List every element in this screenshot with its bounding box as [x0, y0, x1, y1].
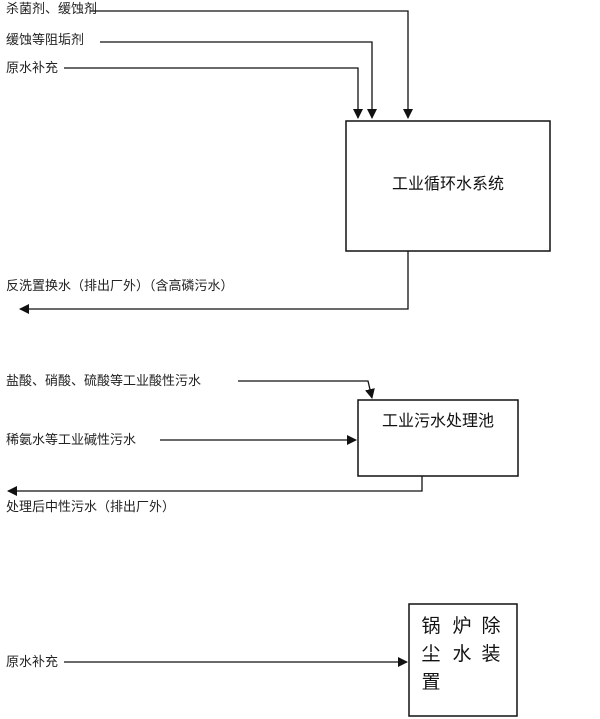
boiler-char-6: 装: [481, 643, 500, 665]
boiler-char-1: 锅: [421, 615, 440, 637]
output-backwash-label: 反洗置换水（排出厂外）（含高磷污水）: [6, 278, 234, 294]
input-boiler-raw-water-label: 原水补充: [6, 654, 58, 670]
input-acidic-wastewater-label: 盐酸、硝酸、硫酸等工业酸性污水: [6, 373, 201, 389]
input-acidic-wastewater-arrow: [238, 380, 375, 399]
input-raw-water-arrow: [64, 67, 363, 119]
boiler-char-2: 炉: [452, 615, 471, 637]
output-neutral-wastewater-arrow: [7, 476, 423, 496]
boiler-char-4: 尘: [421, 643, 440, 665]
input-raw-water-label: 原水补充: [6, 60, 58, 76]
wastewater-pool-box: [357, 399, 519, 477]
boiler-char-3: 除: [481, 615, 500, 637]
input-scale-inhibitor-arrow: [100, 41, 377, 119]
boiler-dust-removal-box: [408, 603, 518, 717]
output-backwash-arrow: [19, 251, 409, 314]
boiler-char-7: 置: [421, 671, 440, 693]
output-neutral-wastewater-label: 处理后中性污水（排出厂外）: [6, 500, 175, 515]
input-biocide-arrow: [90, 10, 413, 119]
wastewater-pool-title: 工业污水处理池: [382, 411, 494, 430]
input-biocide-label: 杀菌剂、缓蚀剂: [6, 2, 97, 17]
input-alkaline-wastewater-label: 稀氨水等工业碱性污水: [6, 432, 136, 448]
circulating-water-system-title: 工业循环水系统: [392, 174, 504, 193]
circulating-water-system-box: [345, 120, 551, 252]
input-scale-inhibitor-label: 缓蚀等阻垢剂: [6, 32, 84, 48]
boiler-char-5: 水: [452, 643, 471, 665]
